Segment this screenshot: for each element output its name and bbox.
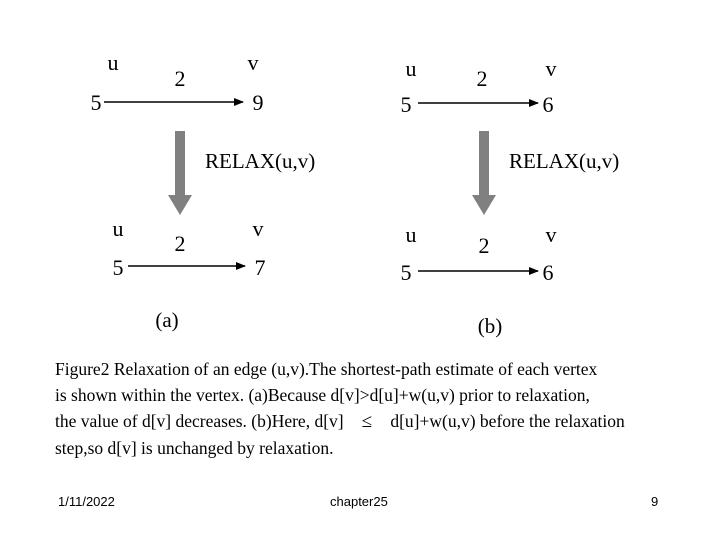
vertex-u-label: u <box>406 56 417 81</box>
relax-arrow-shaft <box>175 131 185 197</box>
relax-arrow-b: RELAX(u,v) <box>472 131 619 215</box>
relax-label: RELAX(u,v) <box>205 149 315 173</box>
diagram-a-caption: (a) <box>155 308 178 332</box>
relax-label: RELAX(u,v) <box>509 149 619 173</box>
relax-arrow-head <box>168 195 192 215</box>
vertex-u-value: 5 <box>113 255 124 280</box>
vertex-u-value: 5 <box>91 90 102 115</box>
edge-weight: 2 <box>479 233 490 258</box>
diagram-b-caption: (b) <box>478 314 503 338</box>
vertex-v-label: v <box>546 222 557 247</box>
diagram-b-after: u 5 2 v 6 (b) <box>401 222 557 338</box>
relax-arrow-shaft <box>479 131 489 197</box>
caption-text-start: Figure2 Relaxation of an edge (u,v).The … <box>55 359 598 431</box>
edge-weight: 2 <box>477 66 488 91</box>
edge-weight: 2 <box>175 231 186 256</box>
diagram-a-after: u 5 2 v 7 (a) <box>113 216 266 332</box>
relax-arrow-a: RELAX(u,v) <box>168 131 315 215</box>
vertex-v-value: 6 <box>543 92 554 117</box>
vertex-v-label: v <box>546 56 557 81</box>
footer-page-number: 9 <box>651 494 659 509</box>
edge-weight: 2 <box>175 66 186 91</box>
less-or-equal-symbol: ≤ <box>361 411 373 432</box>
vertex-u-value: 5 <box>401 260 412 285</box>
vertex-v-value: 9 <box>253 90 264 115</box>
vertex-v-label: v <box>253 216 264 241</box>
diagram-a-before: u 5 2 v 9 <box>91 50 264 115</box>
relax-arrow-head <box>472 195 496 215</box>
diagram-b-before: u 5 2 v 6 <box>401 56 557 117</box>
footer-chapter: chapter25 <box>330 494 388 509</box>
vertex-v-label: v <box>248 50 259 75</box>
footer-date: 1/11/2022 <box>58 494 115 509</box>
vertex-u-label: u <box>406 222 417 247</box>
vertex-v-value: 7 <box>255 255 266 280</box>
figure-caption: Figure2 Relaxation of an edge (u,v).The … <box>55 356 705 461</box>
vertex-u-value: 5 <box>401 92 412 117</box>
vertex-u-label: u <box>113 216 124 241</box>
vertex-v-value: 6 <box>543 260 554 285</box>
vertex-u-label: u <box>108 50 119 75</box>
caption-text-end: d[u]+w(u,v) before the relaxation step,s… <box>55 411 625 458</box>
